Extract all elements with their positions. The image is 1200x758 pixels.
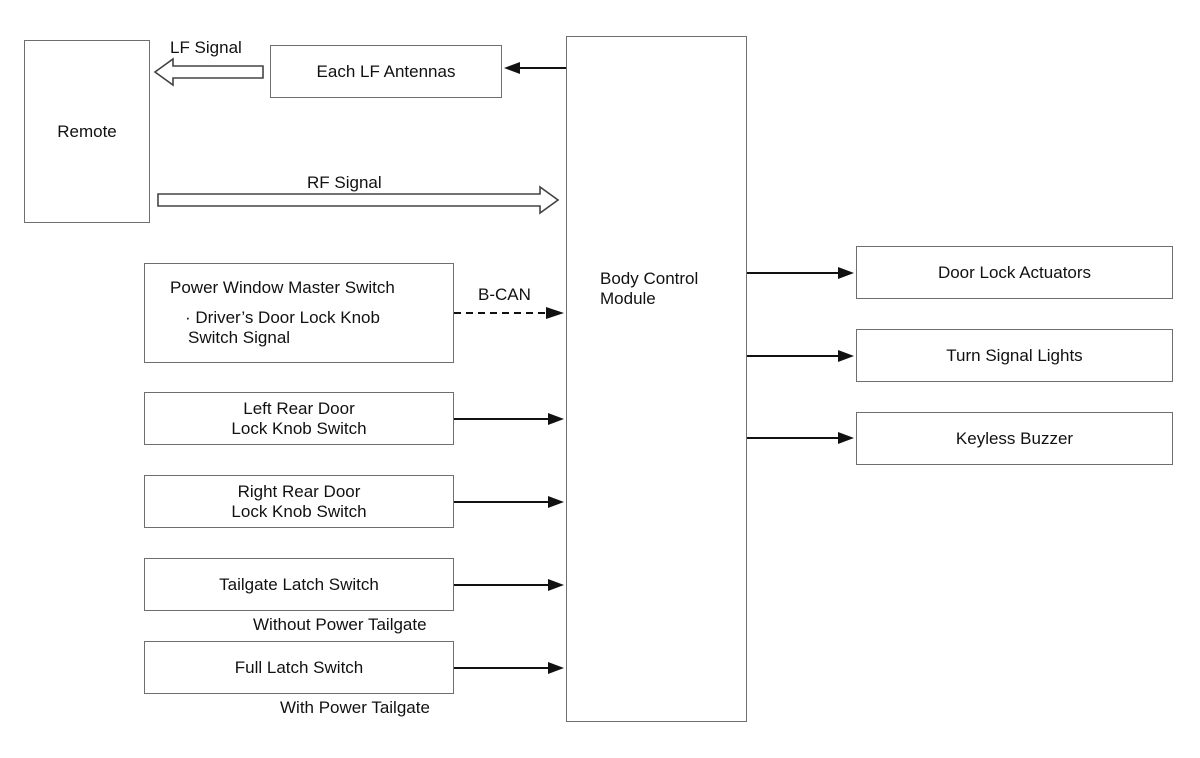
b-can-label: B-CAN	[478, 285, 531, 304]
lf-antennas-label: Each LF Antennas	[316, 61, 456, 81]
right-rear-line-1: Right Rear Door	[237, 481, 361, 501]
turn-signal-lights-arrowhead	[838, 350, 854, 362]
keyless-buzzer-label: Keyless Buzzer	[955, 428, 1074, 448]
tailgate-latch-arrowhead	[548, 579, 564, 591]
keyless-buzzer-arrowhead	[838, 432, 854, 444]
left-rear-line-2: Lock Knob Switch	[231, 418, 367, 438]
full-latch-label: Full Latch Switch	[234, 657, 364, 677]
keyless-buzzer-box: Keyless Buzzer	[856, 412, 1173, 465]
bcm-label-line-2: Module	[600, 289, 656, 308]
right-rear-line-2: Lock Knob Switch	[231, 501, 367, 521]
left-rear-door-lock-knob-switch-box: Left Rear Door Lock Knob Switch	[144, 392, 454, 445]
bcm-to-lf-antennas-arrowhead	[504, 62, 520, 74]
power-window-line-2: Switch Signal	[188, 328, 291, 347]
lf-antennas-box: Each LF Antennas	[270, 45, 502, 98]
turn-signal-lights-box: Turn Signal Lights	[856, 329, 1173, 382]
lf-signal-hollow-arrow	[153, 57, 264, 87]
right-rear-arrowhead	[548, 496, 564, 508]
remote-label: Remote	[57, 121, 117, 141]
rf-signal-label: RF Signal	[307, 173, 382, 192]
power-window-title: Power Window Master Switch	[170, 278, 395, 297]
full-latch-arrowhead	[548, 662, 564, 674]
door-lock-actuators-box: Door Lock Actuators	[856, 246, 1173, 299]
tailgate-latch-switch-box: Tailgate Latch Switch	[144, 558, 454, 611]
b-can-arrowhead	[546, 307, 564, 319]
left-rear-line-1: Left Rear Door	[243, 398, 355, 418]
with-power-tailgate-label: With Power Tailgate	[280, 698, 430, 717]
right-rear-door-lock-knob-switch-box: Right Rear Door Lock Knob Switch	[144, 475, 454, 528]
body-control-module-box: Body Control Module	[566, 36, 747, 722]
turn-signal-lights-label: Turn Signal Lights	[946, 345, 1083, 365]
left-rear-arrowhead	[548, 413, 564, 425]
door-lock-actuators-arrowhead	[838, 267, 854, 279]
bcm-label-line-1: Body Control	[600, 269, 699, 288]
power-window-master-switch-box: Power Window Master Switch · Driver’s Do…	[144, 263, 454, 363]
full-latch-switch-box: Full Latch Switch	[144, 641, 454, 694]
without-power-tailgate-label: Without Power Tailgate	[253, 615, 427, 634]
remote-box: Remote	[24, 40, 150, 223]
power-window-line-1: · Driver’s Door Lock Knob	[185, 308, 380, 327]
lf-signal-label: LF Signal	[170, 38, 242, 57]
door-lock-actuators-label: Door Lock Actuators	[937, 262, 1092, 282]
tailgate-latch-label: Tailgate Latch Switch	[219, 574, 379, 594]
